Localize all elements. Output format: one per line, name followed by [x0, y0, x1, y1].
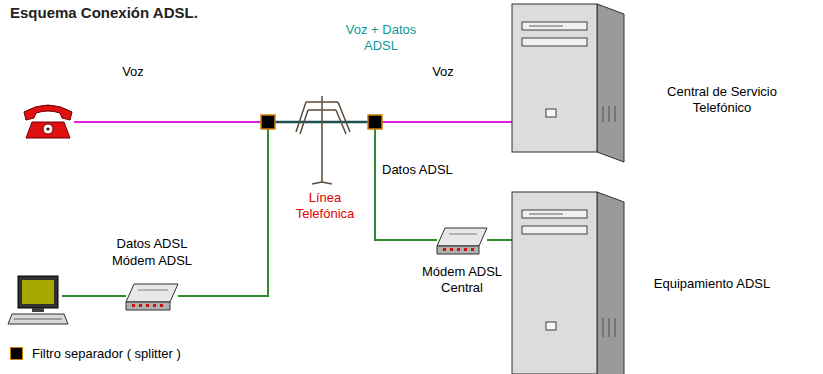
central-modem: Módem ADSL Central	[437, 226, 487, 254]
voice-wire	[382, 121, 512, 123]
adsl-modem: Módem ADSL	[126, 282, 178, 310]
wire-label: Línea Telefónica	[282, 190, 368, 222]
modem-icon	[126, 282, 178, 310]
device-label: Central de Servicio Telefónico	[647, 84, 797, 116]
telephone-icon	[24, 105, 72, 138]
server-icon	[512, 0, 624, 152]
splitter-symbol	[368, 115, 382, 129]
server-icon	[512, 188, 624, 374]
legend-text: Filtro separador ( splitter )	[32, 346, 181, 362]
diagram-title: Esquema Conexión ADSL.	[10, 5, 198, 21]
wire-label: Voz + Datos ADSL	[333, 22, 429, 54]
legend-swatch	[10, 347, 23, 360]
device-label: Módem ADSL	[97, 253, 207, 269]
computer-icon	[8, 276, 68, 324]
voice-wire	[74, 121, 261, 123]
wire-label: Voz	[418, 64, 468, 80]
wire-label: Datos ADSL	[97, 236, 207, 252]
adsl-equipment: Equipamiento ADSL	[512, 188, 624, 374]
wire-label: Voz	[108, 64, 158, 80]
device-label: Equipamiento ADSL	[647, 276, 777, 292]
splitter-symbol	[261, 115, 275, 129]
device-label: Módem ADSL Central	[412, 264, 512, 296]
modem-icon	[437, 226, 487, 254]
data-wire	[62, 295, 126, 297]
telephone-exchange: Central de Servicio Telefónico	[512, 0, 624, 152]
wire-label: Datos ADSL	[382, 162, 472, 178]
telephone-pole	[296, 96, 350, 184]
data-connector	[487, 239, 512, 241]
data-wire	[178, 129, 268, 296]
data-wire	[375, 129, 437, 240]
